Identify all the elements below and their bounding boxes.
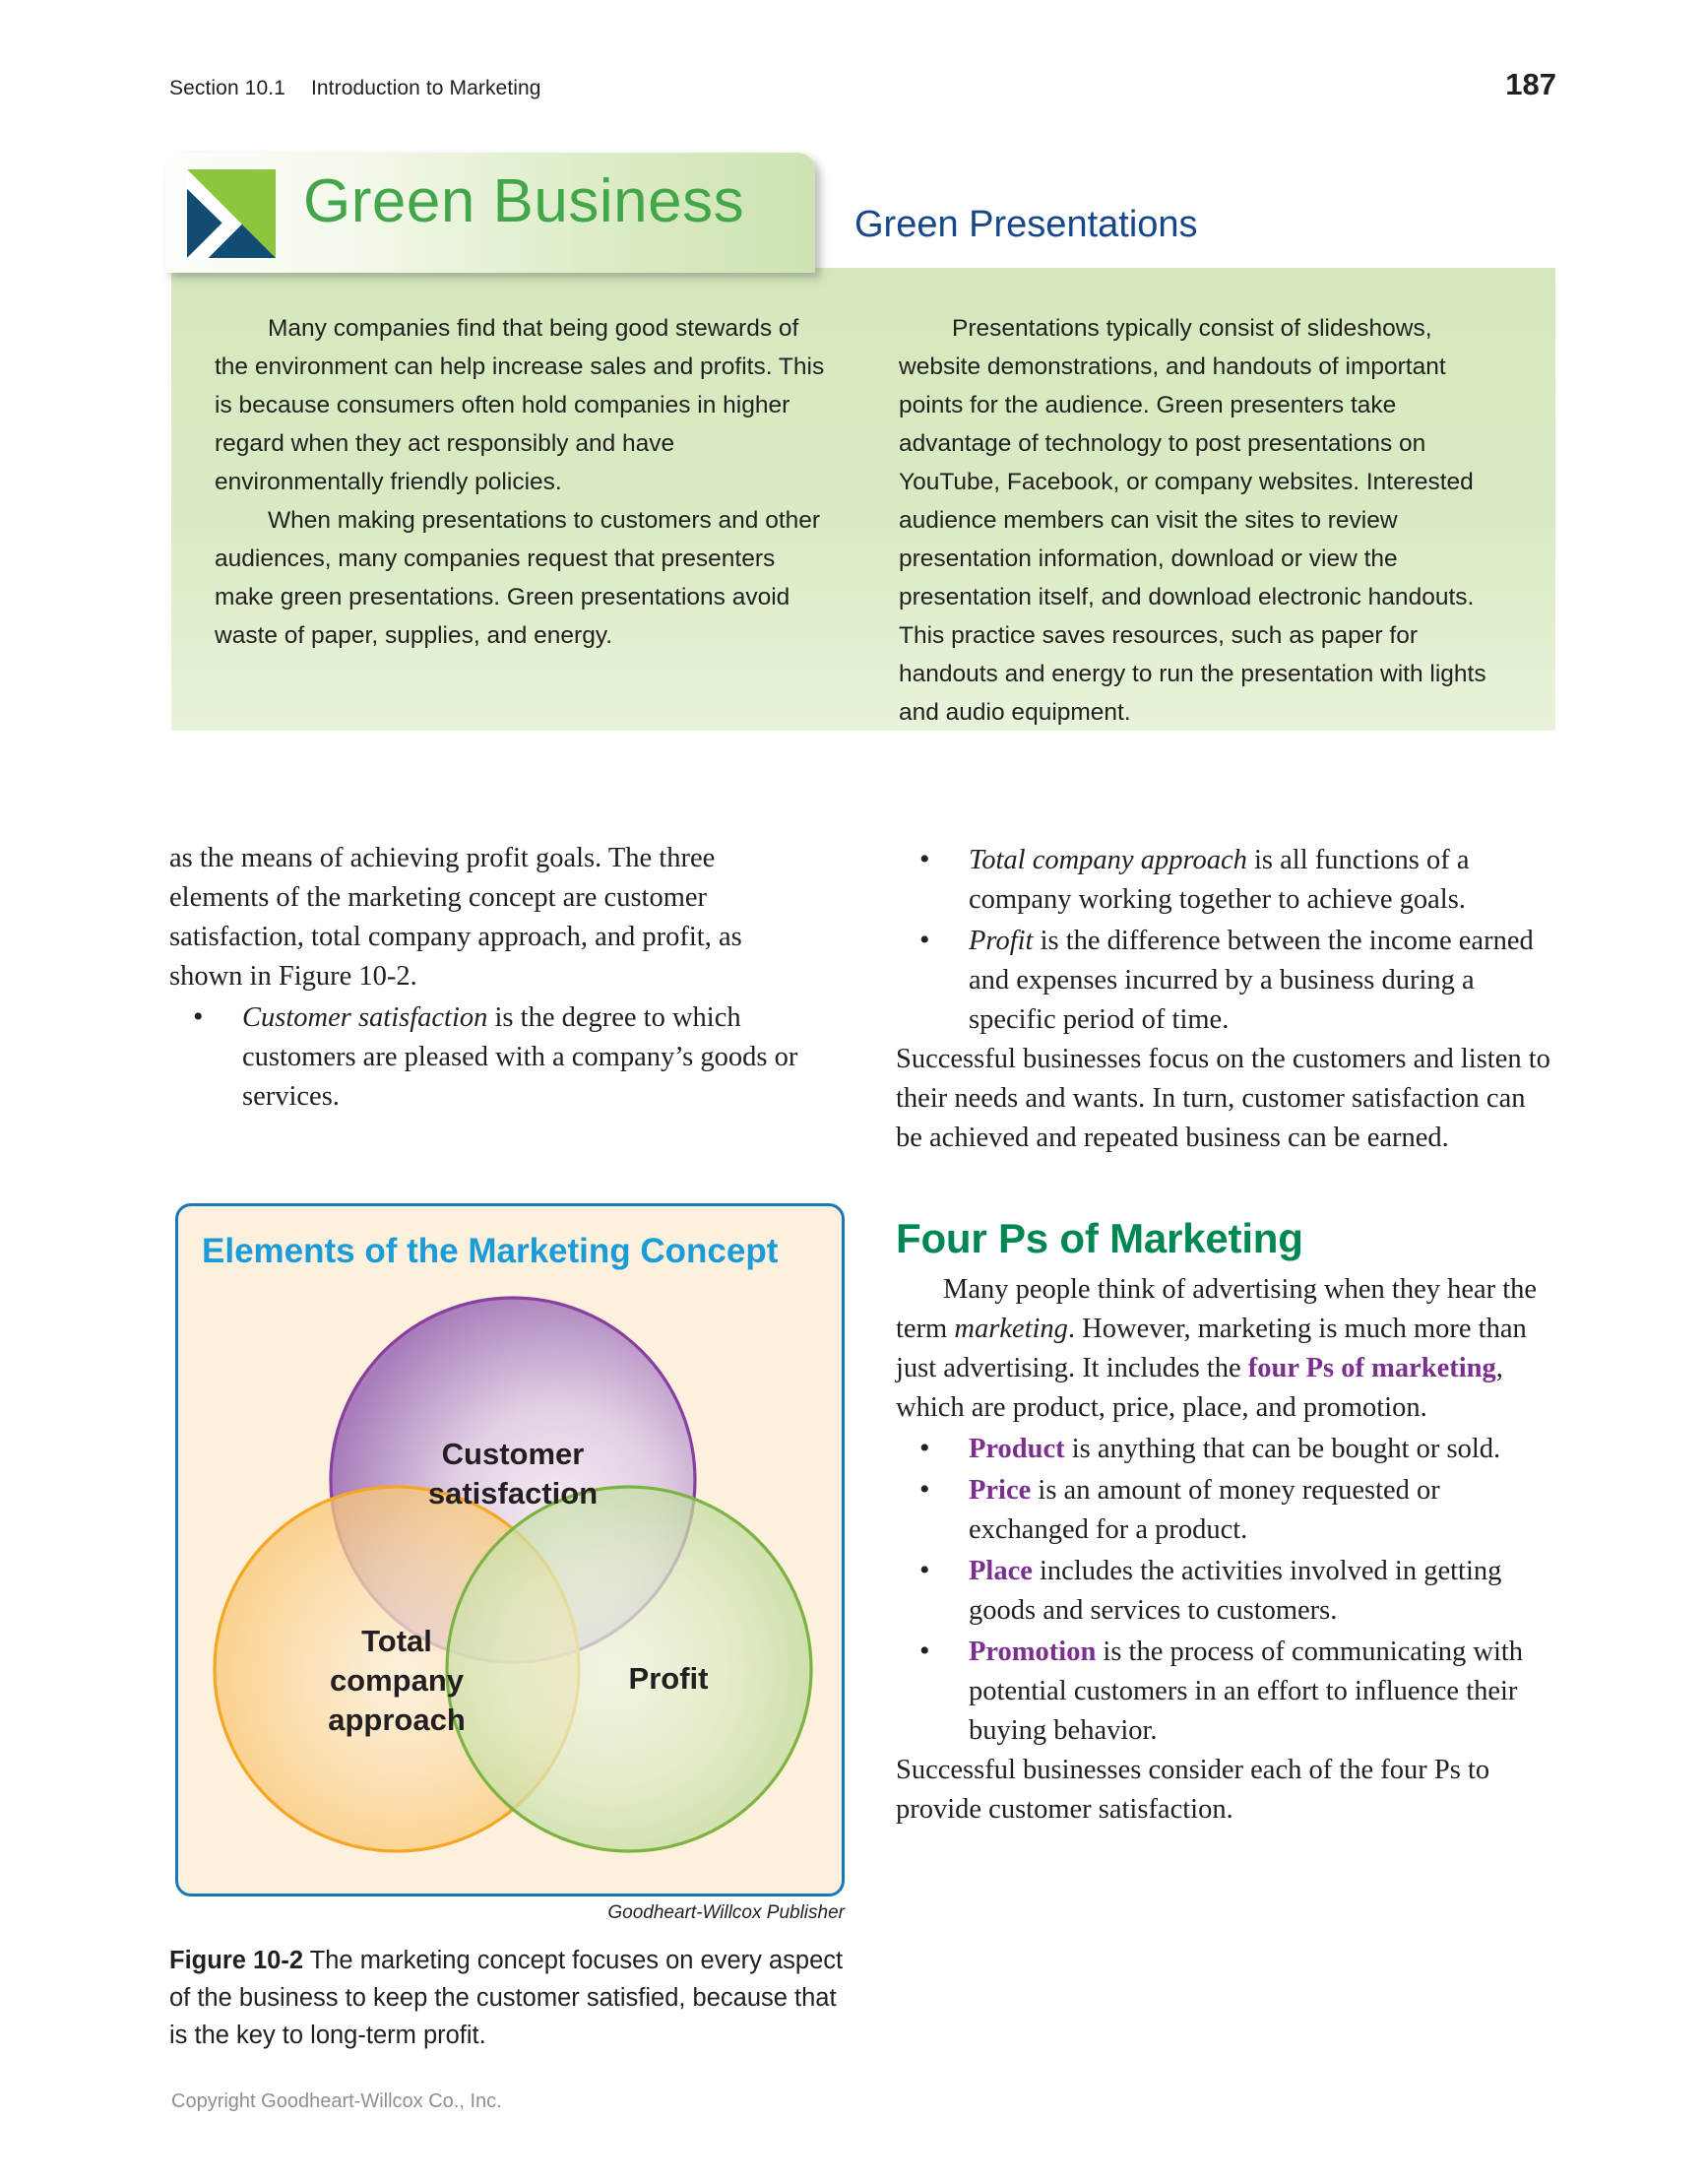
venn-label-total-line3: approach bbox=[328, 1702, 466, 1737]
intro-italic-marketing: marketing bbox=[954, 1314, 1068, 1344]
list-item: Total company approach is all functions … bbox=[896, 840, 1557, 920]
venn-circle-profit bbox=[445, 1485, 813, 1853]
body-paragraph: Successful businesses consider each of t… bbox=[896, 1755, 1490, 1825]
four-ps-bullet-list: Product is anything that can be bought o… bbox=[896, 1429, 1557, 1751]
body-paragraph: Successful businesses focus on the custo… bbox=[896, 1044, 1550, 1153]
running-head: Section 10.1 Introduction to Marketing bbox=[169, 77, 541, 100]
bullet-text: is all functions of a company working to… bbox=[969, 845, 1470, 915]
feature-paragraph: Presentations typically consist of slide… bbox=[899, 315, 1486, 726]
list-item: Profit is the difference between the inc… bbox=[896, 921, 1557, 1040]
list-item: Promotion is the process of communicatin… bbox=[896, 1632, 1557, 1751]
figure-title: Elements of the Marketing Concept bbox=[202, 1232, 779, 1270]
bullet-keyterm: Promotion bbox=[969, 1637, 1097, 1667]
feature-columns: Many companies find that being good stew… bbox=[171, 268, 1555, 731]
feature-left-column: Many companies find that being good stew… bbox=[215, 309, 828, 731]
feature-paragraph: Many companies find that being good stew… bbox=[215, 315, 825, 495]
bullet-text: is the degree to which customers are ple… bbox=[242, 1002, 798, 1112]
bullet-text: is the process of communicating with pot… bbox=[969, 1637, 1524, 1746]
figure-10-2: Elements of the Marketing Concept bbox=[175, 1203, 845, 1896]
running-head-title: Introduction to Marketing bbox=[310, 77, 541, 99]
bullet-keyterm: Place bbox=[969, 1556, 1033, 1586]
green-business-tab: Green Business bbox=[165, 153, 815, 273]
bullet-text: includes the activities involved in gett… bbox=[969, 1556, 1502, 1626]
bullet-keyterm: Price bbox=[969, 1475, 1032, 1506]
venn-label-total-line2: company bbox=[330, 1663, 465, 1698]
feature-right-column: Presentations typically consist of slide… bbox=[899, 309, 1512, 731]
venn-label-customer-line1: Customer bbox=[442, 1437, 585, 1471]
right-bullet-list: Total company approach is all functions … bbox=[896, 840, 1557, 1040]
running-head-section: Section 10.1 bbox=[169, 77, 285, 99]
intro-part-a: Many people think of advertising when th… bbox=[896, 1274, 1538, 1344]
goodheart-willcox-arrow-logo bbox=[187, 169, 276, 258]
list-item: Price is an amount of money requested or… bbox=[896, 1470, 1557, 1550]
bullet-text: is anything that can be bought or sold. bbox=[1064, 1434, 1501, 1464]
section-heading-four-ps: Four Ps of Marketing bbox=[896, 1215, 1303, 1261]
list-item: Place includes the activities involved i… bbox=[896, 1551, 1557, 1631]
venn-label-customer-line2: satisfaction bbox=[428, 1476, 598, 1510]
bullet-text: is the difference between the income ear… bbox=[969, 926, 1534, 1035]
keyterm-four-ps: four Ps of marketing bbox=[1247, 1353, 1496, 1383]
bullet-term: Total company approach bbox=[969, 845, 1247, 875]
list-item: Product is anything that can be bought o… bbox=[896, 1429, 1557, 1469]
page-number: 187 bbox=[1505, 67, 1556, 101]
figure-caption: Figure 10-2 The marketing concept focuse… bbox=[169, 1942, 849, 2054]
body-left-column: as the means of achieving profit goals. … bbox=[169, 839, 819, 1117]
figure-caption-text: The marketing concept focuses on every a… bbox=[169, 1947, 844, 2049]
intro-part-b: . However, marketing is much more than j… bbox=[896, 1314, 1527, 1383]
bullet-term: Profit bbox=[969, 926, 1034, 956]
feature-subtitle: Green Presentations bbox=[854, 204, 1198, 245]
list-item: Customer satisfaction is the degree to w… bbox=[169, 997, 819, 1117]
bullet-text: is an amount of money requested or excha… bbox=[969, 1475, 1440, 1545]
venn-label-total-line1: Total bbox=[361, 1624, 432, 1658]
feature-tab-title: Green Business bbox=[303, 167, 745, 235]
figure-credit: Goodheart-Willcox Publisher bbox=[607, 1902, 845, 1923]
figure-caption-label: Figure 10-2 bbox=[169, 1947, 304, 1974]
left-bullet-list: Customer satisfaction is the degree to w… bbox=[169, 997, 819, 1117]
body-paragraph: as the means of achieving profit goals. … bbox=[169, 843, 742, 992]
body-right-column: Total company approach is all functions … bbox=[896, 839, 1557, 1830]
green-business-feature-box: Many companies find that being good stew… bbox=[171, 268, 1555, 731]
venn-label-profit: Profit bbox=[629, 1661, 709, 1696]
feature-paragraph: When making presentations to customers a… bbox=[215, 507, 821, 649]
intro-part-c: , which are product, price, place, and p… bbox=[896, 1353, 1503, 1423]
bullet-term: Customer satisfaction bbox=[242, 1002, 488, 1033]
body-paragraph: Many people think of advertising when th… bbox=[896, 1270, 1557, 1428]
venn-diagram: Customer satisfaction Total company appr… bbox=[213, 1296, 813, 1853]
copyright-line: Copyright Goodheart-Willcox Co., Inc. bbox=[171, 2090, 502, 2112]
bullet-keyterm: Product bbox=[969, 1434, 1065, 1464]
